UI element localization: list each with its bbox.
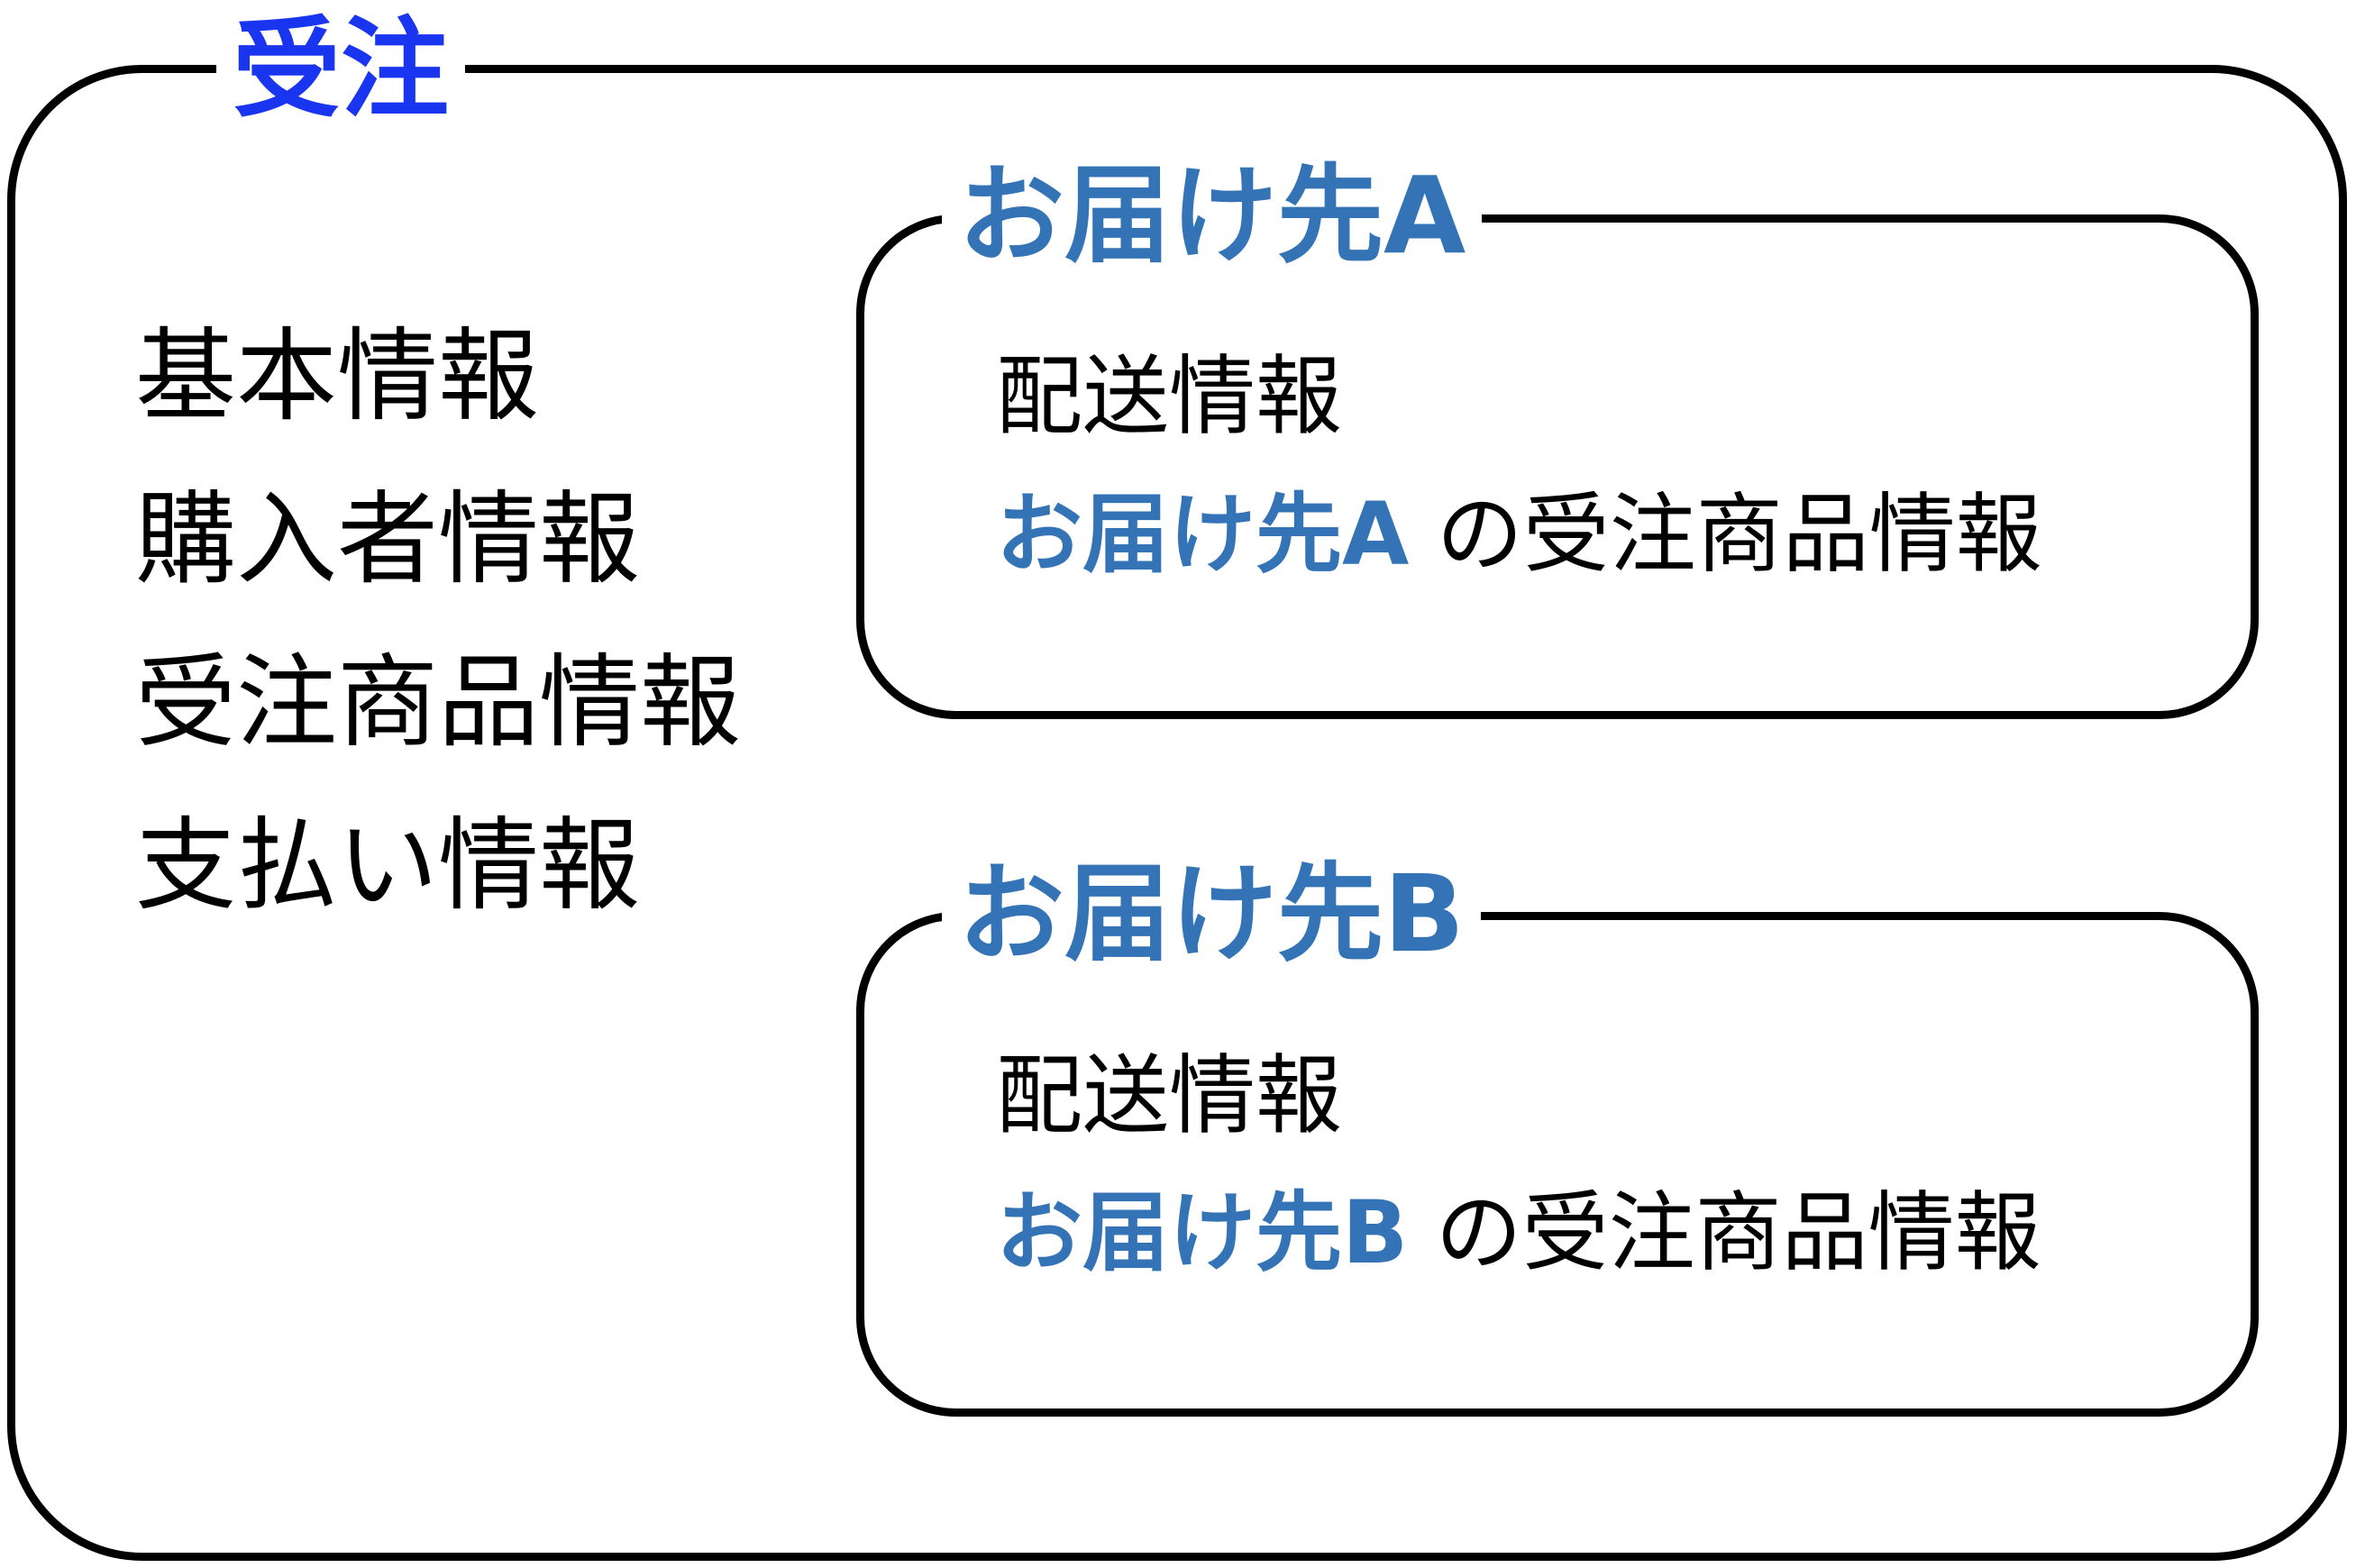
destination-b-name: お届け先B: [996, 1182, 1409, 1283]
order-items-label: の受注商品情報: [1408, 1182, 2041, 1283]
order-items-label: の受注商品情報: [1409, 484, 2042, 585]
destination-b-title: お届け先B: [942, 861, 1481, 967]
destination-b-order-items: お届け先B の受注商品情報: [996, 1190, 2041, 1276]
destination-a-container: [856, 214, 2259, 719]
order-title: 受注: [216, 16, 465, 124]
list-item: 購入者情報: [135, 481, 640, 598]
destination-a-shipping-info: 配送情報: [996, 346, 1342, 447]
destination-b-shipping-info: 配送情報: [996, 1045, 1342, 1146]
destination-a-order-items: お届け先A の受注商品情報: [996, 491, 2042, 578]
list-item: 基本情報: [135, 318, 539, 435]
list-item: 支払い情報: [135, 807, 640, 925]
destination-b-container: [856, 912, 2259, 1417]
list-item: 受注商品情報: [135, 644, 741, 761]
order-info-list: 基本情報 購入者情報 受注商品情報 支払い情報: [135, 296, 741, 948]
destination-a-title: お届け先A: [942, 162, 1483, 269]
destination-a-name: お届け先A: [996, 484, 1410, 585]
